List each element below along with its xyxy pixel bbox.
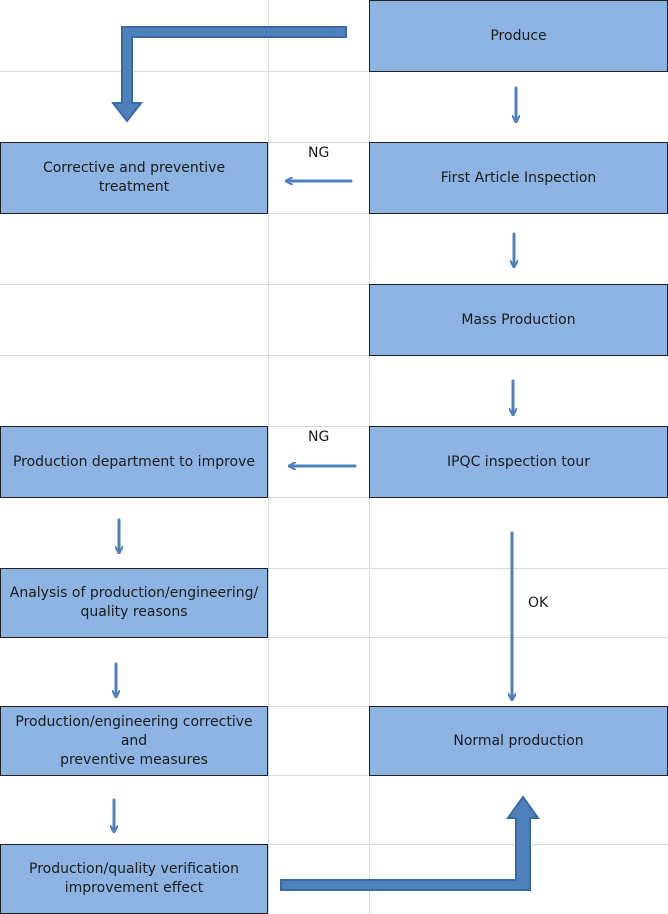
step-analysis-label: Analysis of production/engineering/ qual… (10, 584, 258, 622)
step-produce-label: Produce (490, 27, 547, 44)
step-analysis: Analysis of production/engineering/ qual… (0, 568, 268, 638)
step-verification-label: Production/quality verification improvem… (29, 860, 239, 898)
step-corrective-measures-label: Production/engineering corrective and pr… (7, 713, 261, 770)
step-first-article-inspection: First Article Inspection (369, 142, 668, 214)
elbow-arrow-verification-to-normal (280, 795, 540, 891)
step-mass-production: Mass Production (369, 284, 668, 356)
step-normal-production-label: Normal production (453, 732, 584, 749)
step-verification: Production/quality verification improvem… (0, 844, 268, 914)
step-production-improve-label: Production department to improve (12, 453, 256, 470)
step-verification-line2: improvement effect (64, 880, 204, 896)
step-ipqc-inspection: IPQC inspection tour (369, 426, 668, 498)
step-analysis-line2: quality reasons (80, 604, 188, 620)
elbow-arrow-produce-to-corrective (110, 26, 347, 123)
step-measures-line2: preventive measures (60, 751, 208, 768)
step-mass-production-label: Mass Production (461, 311, 576, 328)
step-corrective-measures: Production/engineering corrective and pr… (0, 706, 268, 776)
step-verification-line1: Production/quality verification (29, 861, 239, 877)
label-ng-ipqc: NG (308, 429, 330, 445)
step-corrective-treatment-label: Corrective and preventive treatment (42, 160, 226, 195)
label-ng-first-article: NG (308, 145, 330, 161)
step-analysis-line1: Analysis of production/engineering/ (9, 585, 259, 601)
step-ipqc-label: IPQC inspection tour (446, 453, 591, 470)
step-first-article-label: First Article Inspection (440, 169, 597, 186)
step-measures-line1: Production/engineering corrective and (15, 713, 253, 749)
label-ok: OK (528, 595, 549, 611)
step-normal-production: Normal production (369, 706, 668, 776)
step-production-improve: Production department to improve (0, 426, 268, 498)
step-corrective-treatment: Corrective and preventive treatment (0, 142, 268, 214)
